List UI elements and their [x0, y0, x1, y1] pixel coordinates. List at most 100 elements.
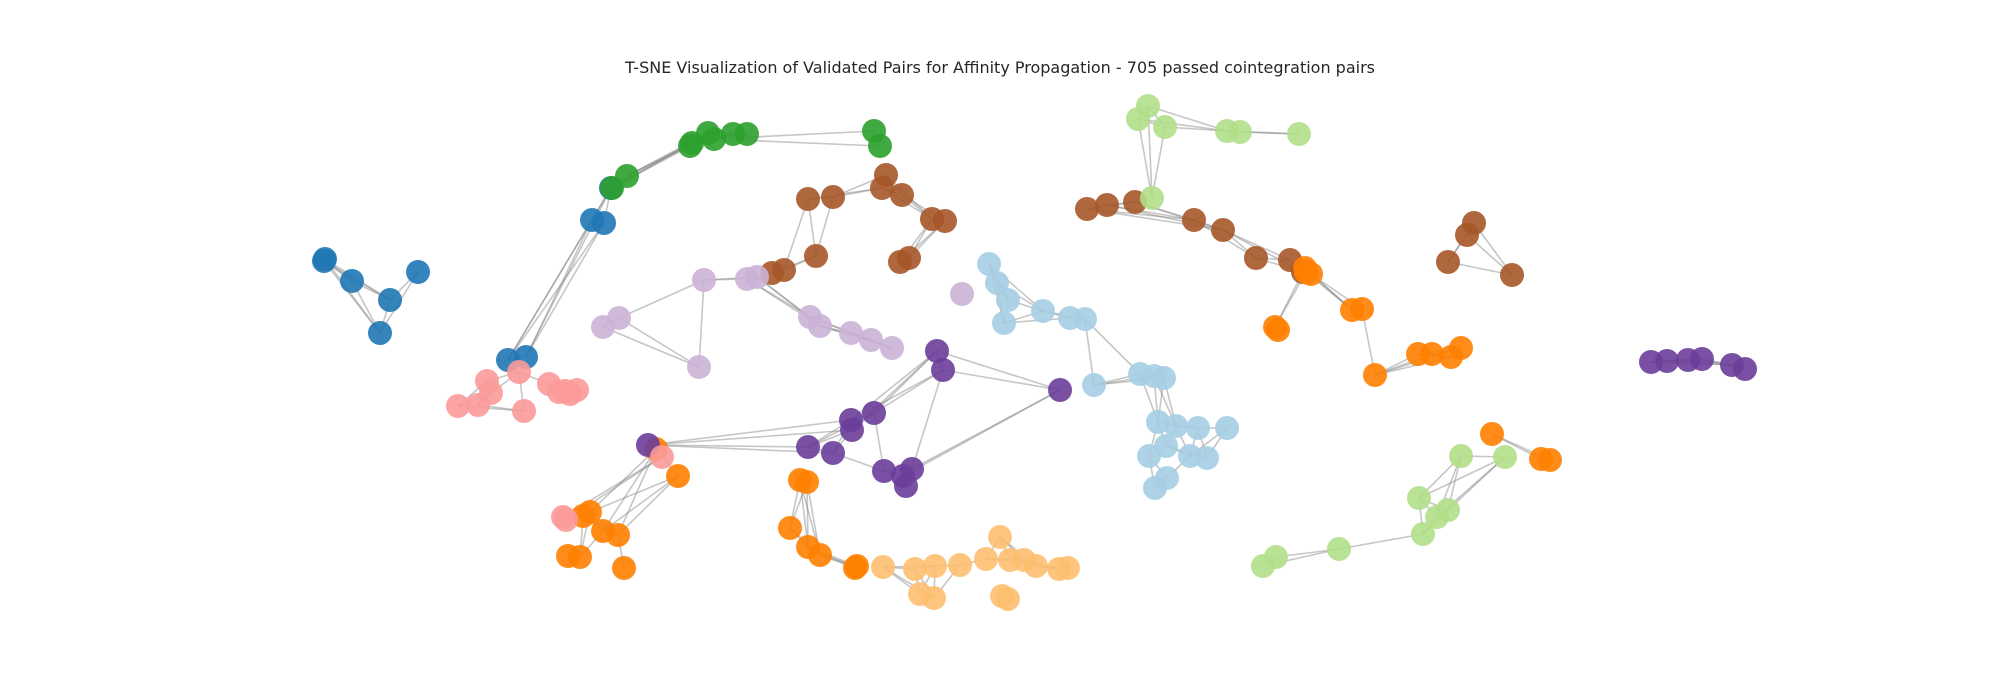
data-point-cluster-0	[592, 211, 616, 235]
data-point-cluster-7	[988, 525, 1012, 549]
pair-edge	[602, 326, 700, 368]
data-point-cluster-6	[578, 500, 602, 524]
data-point-cluster-1	[678, 134, 702, 158]
data-point-cluster-8	[796, 435, 820, 459]
data-point-cluster-1	[600, 176, 624, 200]
data-point-cluster-9	[512, 399, 536, 423]
pair-edge	[647, 444, 809, 448]
pair-edge	[1147, 105, 1228, 132]
data-point-cluster-7	[996, 587, 1020, 611]
pair-edge	[525, 219, 593, 358]
data-point-cluster-7	[1024, 554, 1048, 578]
data-point-cluster-8	[840, 418, 864, 442]
data-point-cluster-4	[1178, 444, 1202, 468]
data-point-cluster-8	[862, 401, 886, 425]
data-point-cluster-0	[312, 249, 336, 273]
data-point-cluster-2	[888, 250, 912, 274]
data-point-cluster-2	[1455, 223, 1479, 247]
pair-edge	[1106, 204, 1195, 221]
data-point-cluster-2	[804, 244, 828, 268]
data-point-cluster-3	[692, 268, 716, 292]
pair-edge	[589, 475, 679, 513]
data-point-cluster-4	[1146, 410, 1170, 434]
data-point-cluster-6	[1449, 336, 1473, 360]
data-point-cluster-2	[1436, 250, 1460, 274]
data-point-cluster-0	[406, 260, 430, 284]
pair-edge	[1222, 229, 1291, 261]
data-point-cluster-9	[507, 360, 531, 384]
pair-edge	[589, 448, 657, 513]
data-point-cluster-2	[1075, 197, 1099, 221]
data-point-cluster-8	[925, 339, 949, 363]
data-point-cluster-2	[933, 209, 957, 233]
data-point-cluster-3	[808, 314, 832, 338]
data-point-cluster-3	[745, 265, 769, 289]
data-point-cluster-3	[859, 328, 883, 352]
pair-edge	[507, 219, 593, 361]
data-point-cluster-5	[1251, 554, 1275, 578]
pair-edge	[324, 258, 381, 334]
data-point-cluster-6	[1420, 342, 1444, 366]
data-point-cluster-1	[702, 127, 726, 151]
pair-edge	[783, 198, 809, 271]
data-point-cluster-8	[872, 459, 896, 483]
data-point-cluster-9	[565, 378, 589, 402]
data-point-cluster-7	[974, 547, 998, 571]
pair-edge	[1137, 118, 1153, 199]
data-point-cluster-2	[1095, 193, 1119, 217]
data-point-cluster-6	[795, 470, 819, 494]
edges-layer	[323, 105, 1746, 600]
pair-edge	[602, 448, 657, 532]
data-point-cluster-5	[1411, 522, 1435, 546]
data-point-cluster-5	[1287, 122, 1311, 146]
data-point-cluster-3	[687, 355, 711, 379]
pair-edge	[617, 475, 679, 536]
data-point-cluster-6	[568, 545, 592, 569]
points-layer	[312, 94, 1757, 611]
pair-edge	[602, 475, 679, 532]
data-point-cluster-5	[1140, 186, 1164, 210]
data-point-cluster-3	[950, 282, 974, 306]
data-point-cluster-5	[1126, 107, 1150, 131]
pair-edge	[323, 260, 381, 334]
data-point-cluster-3	[839, 321, 863, 345]
data-point-cluster-6	[606, 523, 630, 547]
data-point-cluster-5	[1493, 445, 1517, 469]
data-point-cluster-4	[1082, 373, 1106, 397]
data-point-cluster-5	[1436, 498, 1460, 522]
data-point-cluster-2	[1244, 246, 1268, 270]
data-point-cluster-2	[796, 187, 820, 211]
data-point-cluster-4	[1137, 444, 1161, 468]
data-point-cluster-2	[1182, 208, 1206, 232]
data-point-cluster-2	[870, 176, 894, 200]
pair-edge	[807, 187, 883, 200]
pair-edge	[1418, 456, 1506, 499]
data-point-cluster-2	[890, 183, 914, 207]
data-point-cluster-4	[1186, 416, 1210, 440]
data-point-cluster-6	[1266, 318, 1290, 342]
data-point-cluster-4	[1031, 299, 1055, 323]
pair-edge	[1084, 318, 1141, 375]
data-point-cluster-7	[923, 554, 947, 578]
data-point-cluster-6	[612, 556, 636, 580]
data-point-cluster-2	[1500, 263, 1524, 287]
data-point-cluster-8	[1655, 349, 1679, 373]
data-point-cluster-2	[821, 185, 845, 209]
pair-edge	[1338, 533, 1424, 550]
data-point-cluster-6	[1480, 422, 1504, 446]
data-point-cluster-2	[772, 258, 796, 282]
data-point-cluster-6	[1350, 297, 1374, 321]
data-point-cluster-6	[808, 543, 832, 567]
pair-edge	[942, 369, 1061, 391]
pair-edge	[1447, 456, 1506, 511]
pair-edge	[873, 369, 944, 414]
pair-edge	[1137, 118, 1228, 132]
pair-edge	[902, 389, 1061, 477]
data-point-cluster-8	[1048, 378, 1072, 402]
data-point-cluster-0	[340, 269, 364, 293]
data-point-cluster-4	[977, 252, 1001, 276]
data-point-cluster-6	[843, 556, 867, 580]
data-point-cluster-8	[821, 441, 845, 465]
data-point-cluster-5	[1327, 537, 1351, 561]
